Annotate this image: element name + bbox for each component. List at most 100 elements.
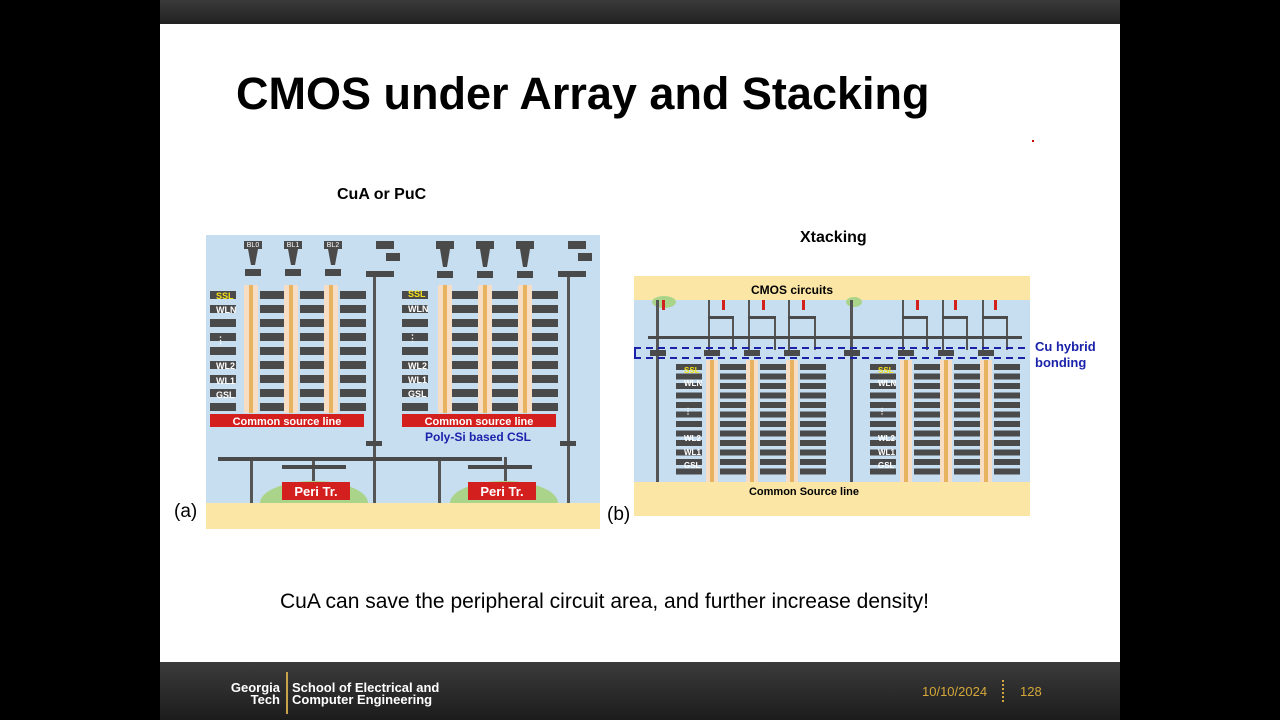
wordline-plate [402,389,428,397]
wordline-plate [210,361,236,369]
wordline-plate [210,375,236,383]
wordline-plate [532,305,558,313]
wordline-plate [760,402,786,408]
wordline-plate [760,421,786,427]
wordline-plate [870,449,896,456]
wordline-plate [760,392,786,399]
wordline-plate [760,383,786,389]
wordline-plate [870,402,896,408]
b2-wl1: WL1 [878,448,895,457]
wordline-plate [676,421,702,427]
wordline-plate [452,389,478,397]
b1-wl2: WL2 [684,434,701,443]
wordline-plate [402,361,428,369]
wordline-plate [532,361,558,369]
wordline-plate [452,291,478,299]
wordline-plate [532,333,558,341]
wordline-plate [340,347,366,355]
peri-label-2: Peri Tr. [480,484,523,499]
wordline-plate [954,421,980,427]
a2-wln: WLN [408,304,429,314]
peri-label-1: Peri Tr. [294,484,337,499]
wordline-plate [800,449,826,456]
wordline-plate [300,361,326,369]
wordline-plate [760,449,786,456]
wordline-plate [340,291,366,299]
wordline-plate [340,333,366,341]
wordline-plate [954,459,980,465]
wordline-plate [676,459,702,465]
wordline-plate [676,392,702,399]
csl-label-2: Common source line [425,416,534,428]
wordline-plate [954,430,980,437]
wordline-plate [800,411,826,418]
wordline-plate [300,333,326,341]
wordline-plate [210,333,236,341]
wordline-plate [452,319,478,327]
wordline-plate [760,468,786,475]
wordline-plate [954,364,980,370]
wordline-plate [870,383,896,389]
cu-hybrid-bonding-label: Cu hybrid bonding [1035,339,1096,370]
wordline-plate [402,347,428,355]
wordline-plate [676,440,702,446]
wordline-plate [994,421,1020,427]
wordline-plate [340,361,366,369]
wordline-plate [720,392,746,399]
xtacking-diagram: CMOS circuits Common Source line [634,276,1030,516]
wordline-plate [720,373,746,380]
wordline-plate [994,383,1020,389]
wordline-plate [340,305,366,313]
slide-title: CMOS under Array and Stacking [236,68,930,119]
wordline-plate [720,440,746,446]
b1-wl1: WL1 [684,448,701,457]
wordline-plate [210,403,236,411]
laser-pointer-dot [1032,140,1034,142]
a2-wl1: WL1 [408,375,427,385]
wordline-plate [402,305,428,313]
wordline-plate [452,375,478,383]
wordline-plate [720,364,746,370]
wordline-plate [260,361,286,369]
wordline-plate [340,375,366,383]
b2-gsl: GSL [878,461,895,470]
wordline-plate [452,403,478,411]
cua-diagram: Peri Tr. Peri Tr. Common source line Com… [206,235,600,529]
wordline-plate [300,305,326,313]
wordline-plate [954,449,980,456]
b1-dots: ⋮ [684,407,692,416]
wordline-plate [452,333,478,341]
wordline-plate [532,319,558,327]
wordline-plate [492,319,518,327]
window-top-bar [160,0,1120,24]
page-number: 128 [1020,684,1042,699]
wordline-plate [954,373,980,380]
a2-ssl: SSL [408,289,426,299]
wordline-plate [402,333,428,341]
wordline-plate [492,389,518,397]
wordline-plate [300,291,326,299]
wordline-plate [994,449,1020,456]
bl1-label: BL1 [287,242,300,249]
wordline-plate [676,468,702,475]
wordline-plate [720,459,746,465]
wordline-plate [260,291,286,299]
a1-ssl: SSL [216,291,234,301]
wordline-plate [340,403,366,411]
wordline-plate [492,291,518,299]
wordline-plate [300,389,326,397]
wordline-plate [402,319,428,327]
a2-dots: ⋮ [408,333,417,343]
wordline-plate [994,373,1020,380]
wordline-plate [914,402,940,408]
a1-dots: ⋮ [216,335,225,345]
wordline-plate [720,411,746,418]
wordline-plate [870,468,896,475]
wordline-plate [800,430,826,437]
wordline-plate [676,402,702,408]
b2-dots: ⋮ [878,407,886,416]
wordline-plate [260,319,286,327]
wordline-plate [800,402,826,408]
wordline-plate [870,440,896,446]
